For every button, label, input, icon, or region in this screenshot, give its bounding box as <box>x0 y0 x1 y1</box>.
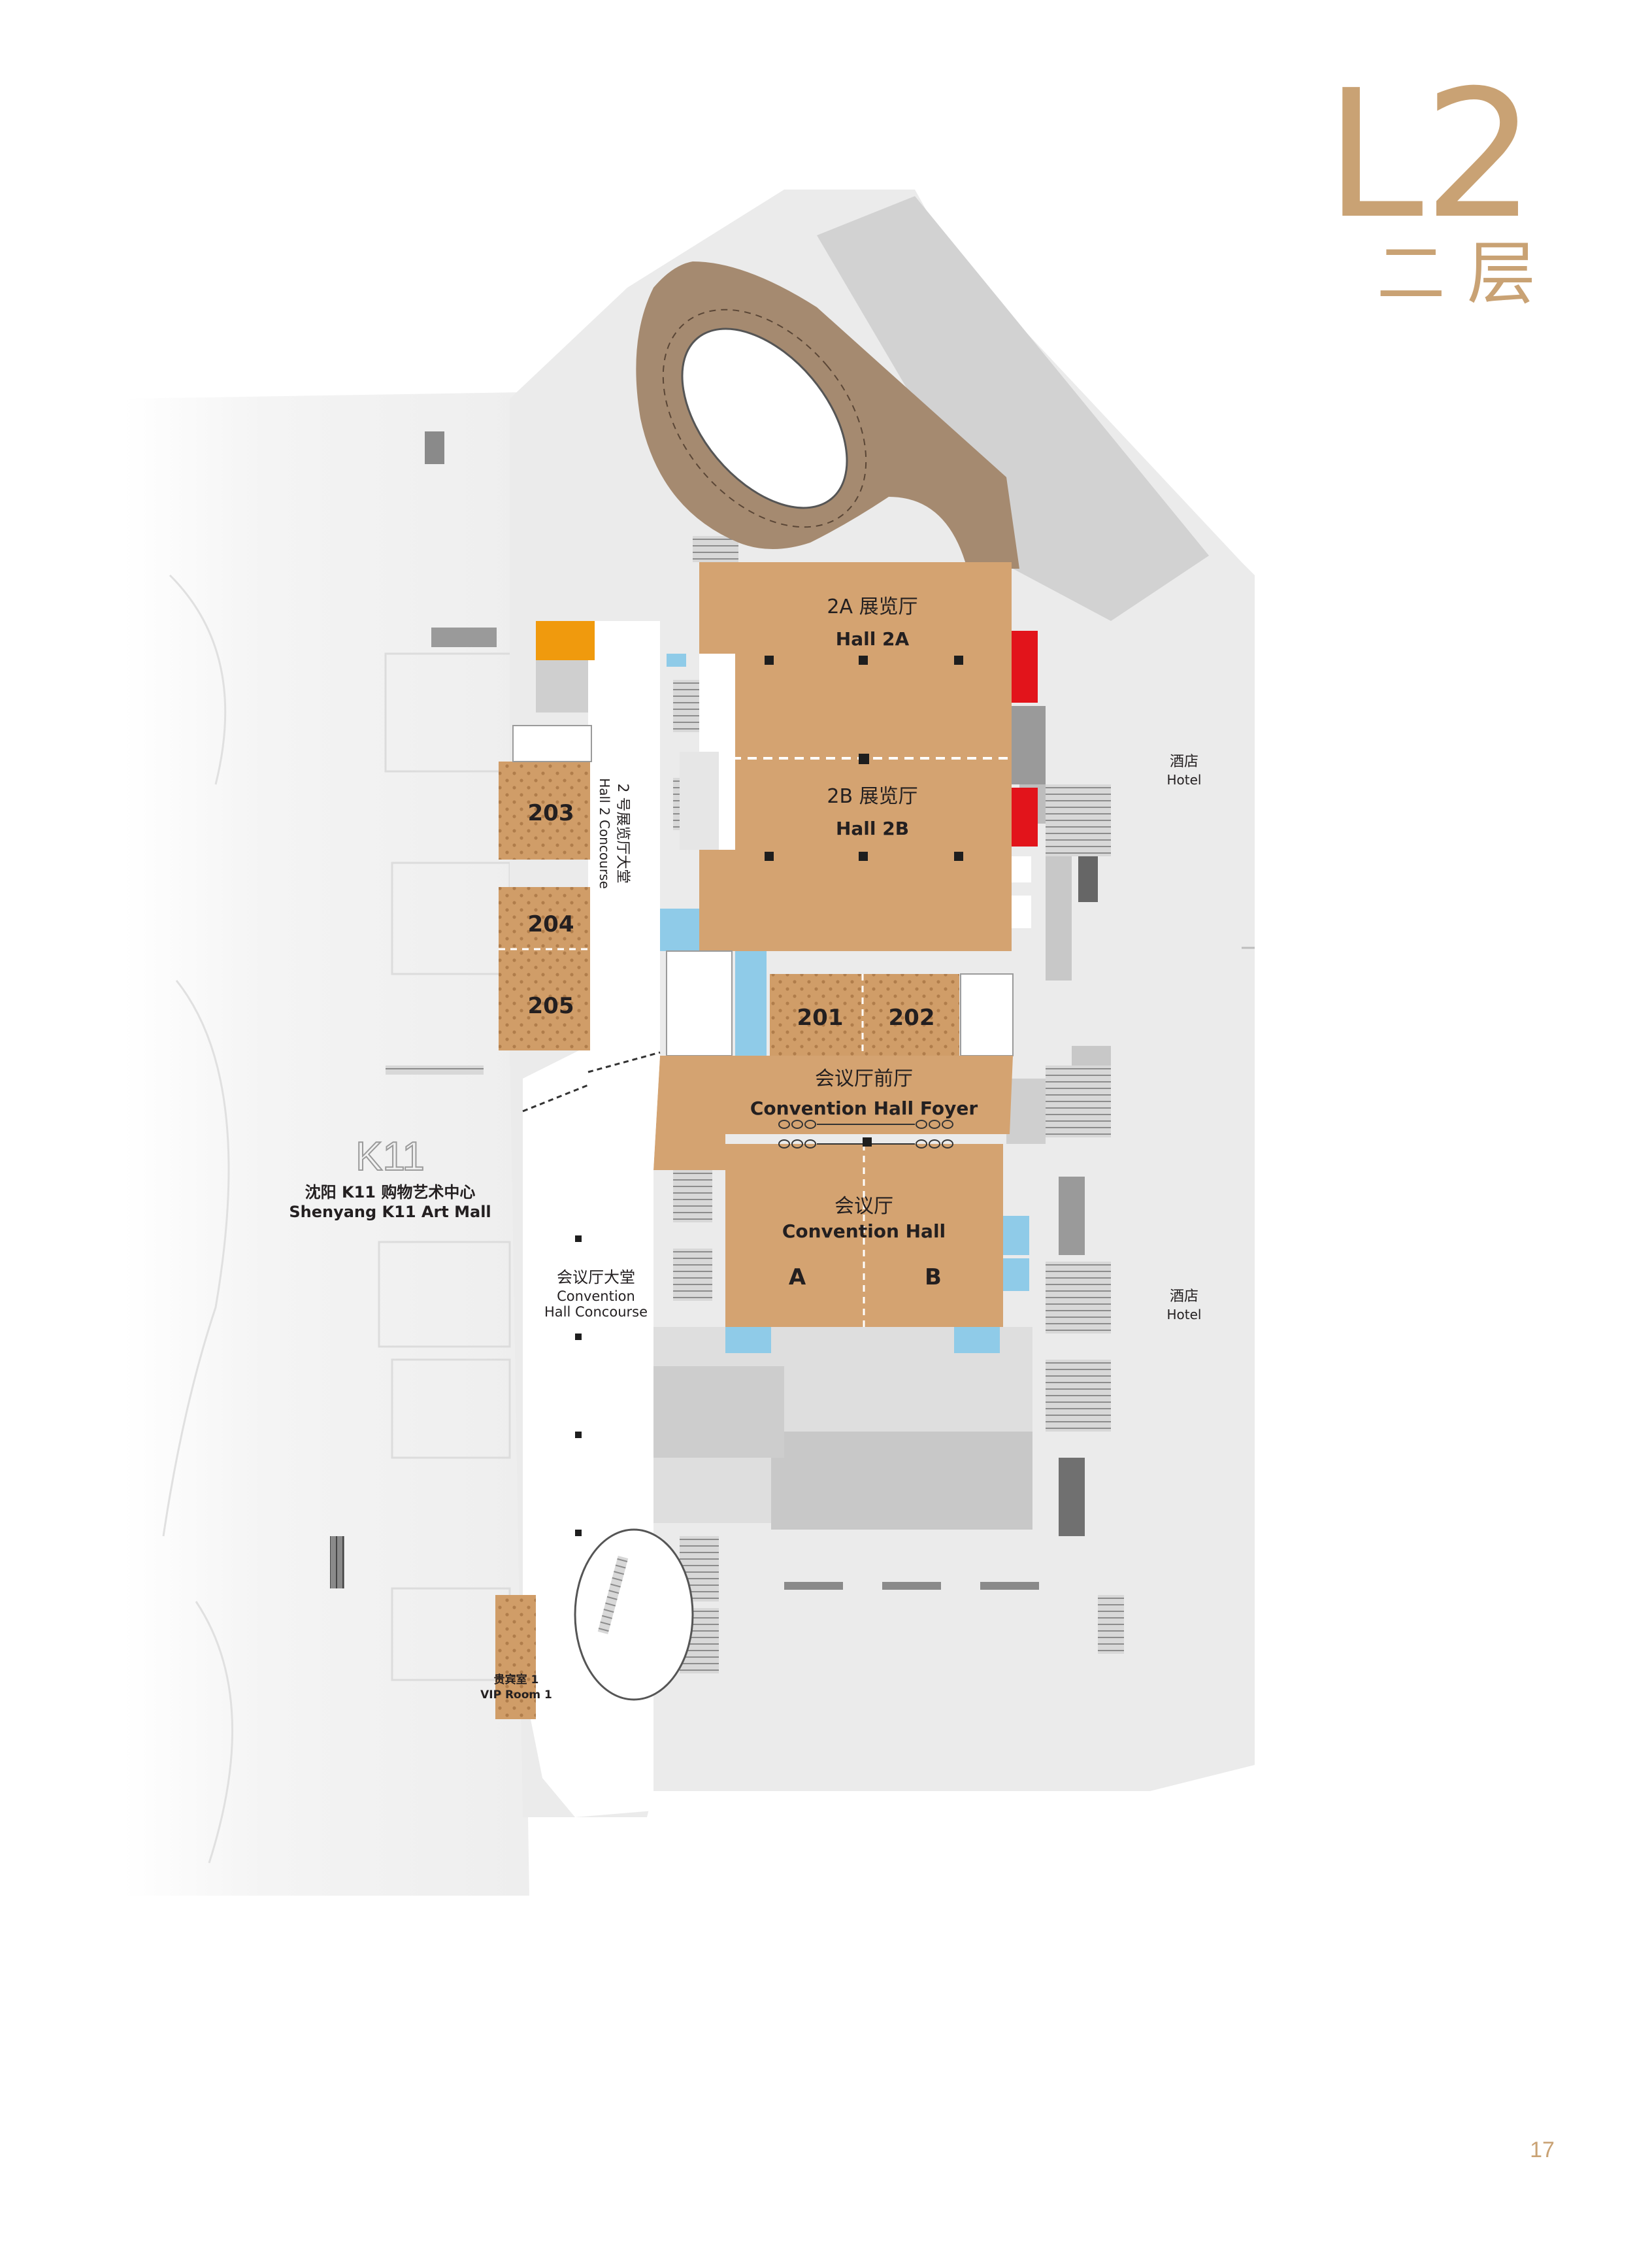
room-201: 201 <box>797 1005 844 1031</box>
mall-name-cn: 沈阳 K11 购物艺术中心 <box>305 1183 476 1201</box>
rooms-203-205 <box>499 621 595 1050</box>
vip-room-cn: 贵宾室 1 <box>494 1673 539 1686</box>
hall-2b-en: Hall 2B <box>836 818 909 839</box>
level-name: 二 层 <box>1377 234 1536 314</box>
convention-b: B <box>925 1264 942 1290</box>
room-202: 202 <box>889 1005 935 1031</box>
columns <box>575 656 963 1536</box>
hall2-concourse-cn: 2 号展览厅大堂 <box>614 784 631 884</box>
level-code: L2 <box>1325 52 1536 258</box>
hotel-top-en: Hotel <box>1167 772 1202 788</box>
convention-en: Convention Hall <box>782 1220 946 1242</box>
hotel-top-cn: 酒店 <box>1170 754 1198 770</box>
room-203: 203 <box>528 800 574 826</box>
conv-concourse-en1: Convention <box>557 1288 635 1304</box>
hall-2b-cn: 2B 展览厅 <box>827 785 917 808</box>
hall-2a-en: Hall 2A <box>836 628 910 650</box>
foyer-en: Convention Hall Foyer <box>750 1098 978 1119</box>
vip-room <box>495 1595 536 1719</box>
mall-name-en: Shenyang K11 Art Mall <box>289 1203 491 1221</box>
drop-off-ramp <box>636 261 1019 569</box>
hall-2a-2b <box>660 562 1038 951</box>
room-205: 205 <box>528 993 574 1019</box>
foyer-cn: 会议厅前厅 <box>815 1067 913 1090</box>
hotel-bottom-en: Hotel <box>1167 1307 1202 1322</box>
convention-hall <box>725 1120 1029 1353</box>
room-204: 204 <box>528 911 574 937</box>
vip-room-en: VIP Room 1 <box>480 1688 552 1702</box>
convention-cn: 会议厅 <box>834 1195 893 1218</box>
hall2-concourse-en: Hall 2 Concourse <box>597 778 612 889</box>
conv-concourse-en2: Hall Concourse <box>544 1304 648 1320</box>
convention-a: A <box>789 1264 806 1290</box>
hall-2a-cn: 2A 展览厅 <box>827 596 917 618</box>
k11-logo: K11 <box>355 1134 425 1179</box>
page-number: 17 <box>1530 2138 1555 2162</box>
convention-foyer <box>653 1056 1013 1170</box>
concourses <box>522 621 694 1817</box>
conv-concourse-cn: 会议厅大堂 <box>557 1268 635 1286</box>
hotel-bottom-cn: 酒店 <box>1170 1288 1198 1305</box>
service-cores <box>542 536 1124 1673</box>
